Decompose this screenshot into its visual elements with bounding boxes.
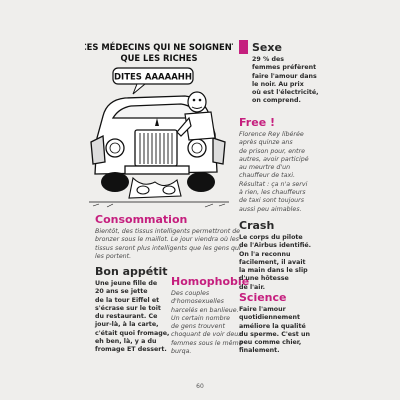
free-heading: Free ! xyxy=(239,116,276,129)
crash-text: Le corps du pilote de l'Airbus identifié… xyxy=(239,234,312,291)
sexe-text: 29 % des femmes préfèrent faire l'amour … xyxy=(252,56,319,105)
homophobie-text: Des couples d'homosexuelles harcelés en … xyxy=(171,290,243,356)
free-text: Florence Rey libérée après quinze ans de… xyxy=(239,131,309,213)
bon-appetit-text: Une jeune fille de 20 ans se jette de la… xyxy=(95,280,170,354)
science-text: Faire l'amour quotidiennement améliore l… xyxy=(239,306,310,355)
consommation-text: Bientôt, des tissus intelligents permett… xyxy=(95,228,241,260)
science-heading: Science xyxy=(239,291,287,304)
bon-appetit-heading: Bon appétit xyxy=(95,265,168,278)
cartoon-illustration: CES MÉDECINS QUI NE SOIGNENT QUE LES RIC… xyxy=(85,41,233,208)
cartoon-caption-line1: CES MÉDECINS QUI NE SOIGNENT xyxy=(85,41,233,52)
sexe-heading: Sexe xyxy=(252,41,282,54)
crash-heading: Crash xyxy=(239,219,275,232)
cartoon-speech: DITES AAAAAHH xyxy=(114,73,192,83)
consommation-heading: Consommation xyxy=(95,213,188,226)
homophobie-heading: Homophobie xyxy=(171,275,250,288)
page-number: 60 xyxy=(196,383,204,390)
cartoon-caption-line2: QUE LES RICHES xyxy=(120,53,197,63)
sexe-marker xyxy=(239,40,248,54)
